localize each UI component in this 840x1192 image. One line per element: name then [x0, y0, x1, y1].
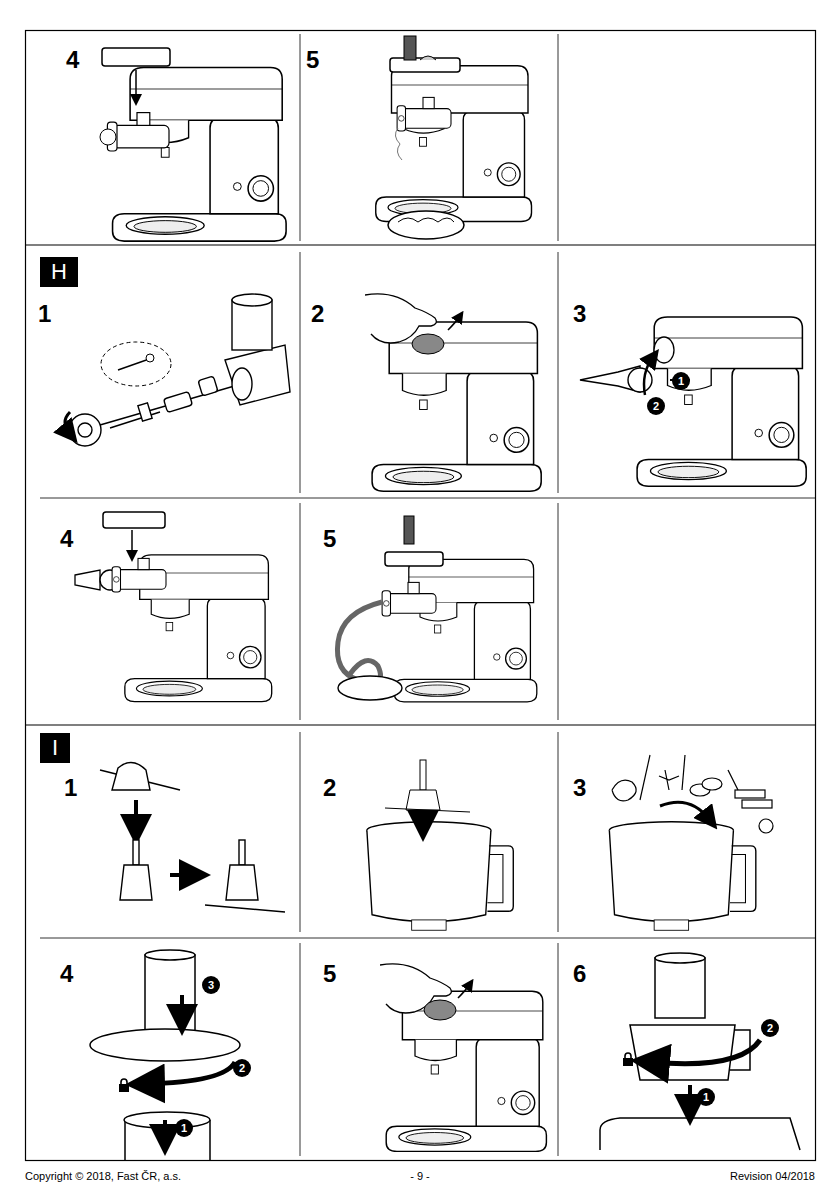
- step-number: 6: [573, 960, 586, 988]
- step-number: 3: [573, 300, 586, 328]
- step-number: 5: [323, 525, 336, 553]
- footer-text: - 9 -: [410, 1170, 430, 1182]
- step-number: 4: [66, 46, 79, 74]
- callout-number: 2: [653, 400, 659, 412]
- footer-text: Copyright © 2018, Fast ČR, a.s.: [25, 1170, 181, 1182]
- callout-number: 3: [208, 979, 214, 991]
- section-letter: I: [52, 735, 58, 761]
- step-number: 4: [60, 525, 73, 553]
- callout-number: 2: [767, 1022, 773, 1034]
- callout-circle: 3: [202, 976, 220, 994]
- footer-text: Revision 04/2018: [730, 1170, 815, 1182]
- callout-number: 1: [181, 1122, 187, 1134]
- callout-circle: 2: [761, 1019, 779, 1037]
- callout-number: 2: [239, 1062, 245, 1074]
- step-number: 1: [64, 774, 77, 802]
- callout-circle: 1: [697, 1088, 715, 1106]
- step-number: 2: [311, 300, 324, 328]
- callout-number: 1: [703, 1091, 709, 1103]
- callout-circle: 1: [175, 1119, 193, 1137]
- callout-circle: 2: [233, 1059, 251, 1077]
- callout-number: 1: [678, 375, 684, 387]
- section-marker: H: [40, 257, 78, 287]
- section-marker: I: [40, 733, 70, 763]
- step-number: 5: [323, 960, 336, 988]
- callout-circle: 1: [672, 372, 690, 390]
- step-number: 2: [323, 774, 336, 802]
- section-letter: H: [51, 259, 67, 285]
- step-number: 4: [60, 960, 73, 988]
- step-number: 3: [573, 774, 586, 802]
- step-number: 1: [38, 300, 51, 328]
- callout-circle: 2: [647, 397, 665, 415]
- step-number: 5: [306, 46, 319, 74]
